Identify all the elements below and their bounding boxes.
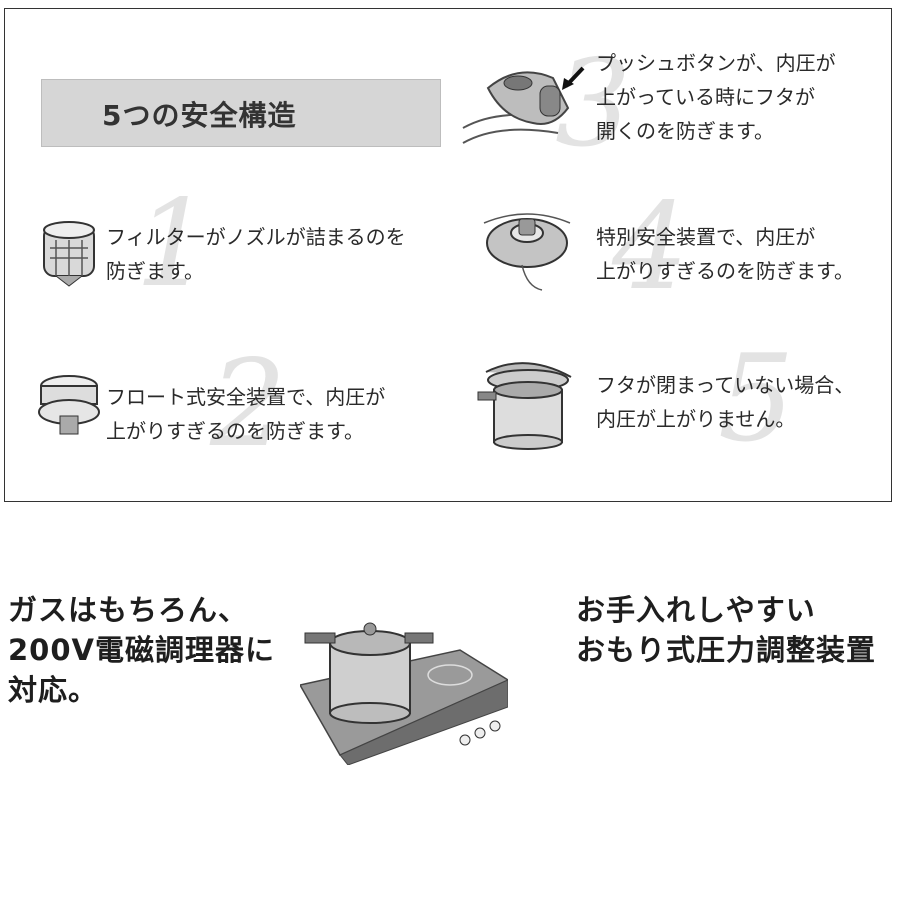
weight-regulator-text: お手入れしやすい おもり式圧力調整装置 xyxy=(576,593,877,667)
feature-number-3: 3 xyxy=(555,35,632,174)
feature-number-4: 4 xyxy=(612,178,689,317)
feature-number-1: 1 xyxy=(135,175,212,314)
panel-title: 5つの安全構造 xyxy=(102,99,297,132)
push-button-icon xyxy=(462,66,585,144)
feature-number-2: 2 xyxy=(210,335,287,474)
feature-number-5: 5 xyxy=(718,330,795,469)
induction-cooktop-icon xyxy=(300,622,508,765)
filter-icon xyxy=(43,221,95,287)
pressure-cooker-icon xyxy=(477,362,572,450)
feature-2-text: フロート式安全装置で、内圧が 上がりすぎるのを防ぎます。 xyxy=(106,385,386,443)
feature-5-text: フタが閉まっていない場合、 内圧が上がりません。 xyxy=(596,373,855,431)
safety-valve-icon xyxy=(483,213,571,291)
float-valve-icon xyxy=(38,375,100,435)
title-box: 5つの安全構造 xyxy=(41,79,441,147)
feature-1-text: フィルターがノズルが詰まるのを 防ぎます。 xyxy=(106,225,406,283)
feature-3-text: プッシュボタンが、内圧が 上がっている時にフタが 開くのを防ぎます。 xyxy=(596,51,836,143)
feature-4-text: 特別安全装置で、内圧が 上がりすぎるのを防ぎます。 xyxy=(596,225,854,283)
safety-features-panel: 5つの安全構造 xyxy=(4,8,892,502)
gas-ih-support-text: ガスはもちろん、 200V電磁調理器に 対応。 xyxy=(8,593,275,707)
